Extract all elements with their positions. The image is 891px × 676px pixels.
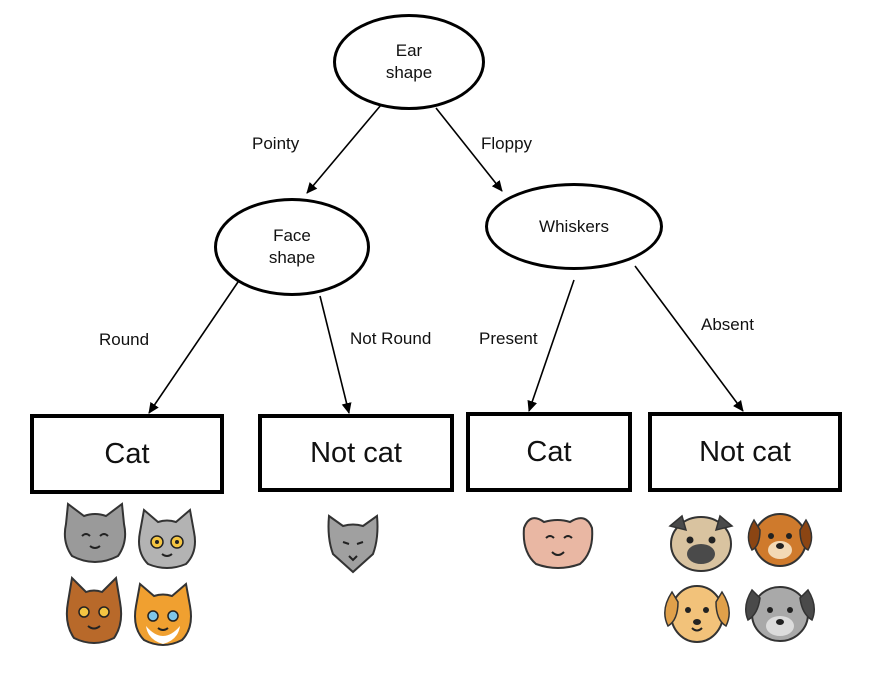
- face-shape-node: Face shape: [214, 198, 370, 296]
- leaf-not-cat-1: Not cat: [258, 414, 454, 492]
- edge-floppy: [435, 107, 503, 192]
- brown-cat-icon: [65, 576, 123, 644]
- brown-dog-icon: [747, 513, 813, 567]
- edge-label-present: Present: [479, 329, 538, 348]
- pug-dog-icon: [668, 514, 734, 572]
- edge-label-round: Round: [99, 330, 150, 349]
- orange-cat-icon: [134, 582, 192, 646]
- edge-pointy: [306, 104, 382, 194]
- edge-not-round: [319, 295, 352, 414]
- gray-dog-icon: [745, 586, 815, 642]
- leaf-cat-1: Cat: [30, 414, 224, 494]
- whiskers-node: Whiskers: [485, 183, 663, 270]
- root-node-ear-shape: Ear shape: [333, 14, 485, 110]
- root-node-line2: shape: [385, 63, 433, 82]
- leaf-not-cat-1-label: Not cat: [310, 436, 402, 469]
- edge-label-floppy: Floppy: [481, 134, 533, 153]
- face-node-line1: Face: [273, 226, 311, 245]
- edge-absent: [634, 265, 744, 412]
- leaf-cat-2: Cat: [466, 412, 632, 492]
- leaf-cat-2-label: Cat: [526, 435, 572, 468]
- whiskers-node-label: Whiskers: [539, 216, 609, 236]
- leaf-not-cat-2: Not cat: [648, 412, 842, 492]
- edge-label-not-round: Not Round: [350, 329, 432, 348]
- gray-cat-icon: [63, 502, 127, 563]
- leaf-cat-1-label: Cat: [104, 437, 150, 470]
- face-node-line2: shape: [268, 248, 316, 267]
- root-node-line1: Ear: [395, 41, 423, 60]
- edge-label-absent: Absent: [701, 315, 754, 334]
- pink-cat-icon: [522, 517, 594, 569]
- yellow-dog-icon: [664, 585, 730, 643]
- gray-cat-icon: [138, 508, 196, 569]
- leaf-not-cat-2-label: Not cat: [699, 435, 791, 468]
- gray-cat-icon: [327, 514, 379, 574]
- edge-label-pointy: Pointy: [252, 134, 300, 153]
- edge-present: [527, 279, 575, 412]
- edge-round: [148, 281, 239, 414]
